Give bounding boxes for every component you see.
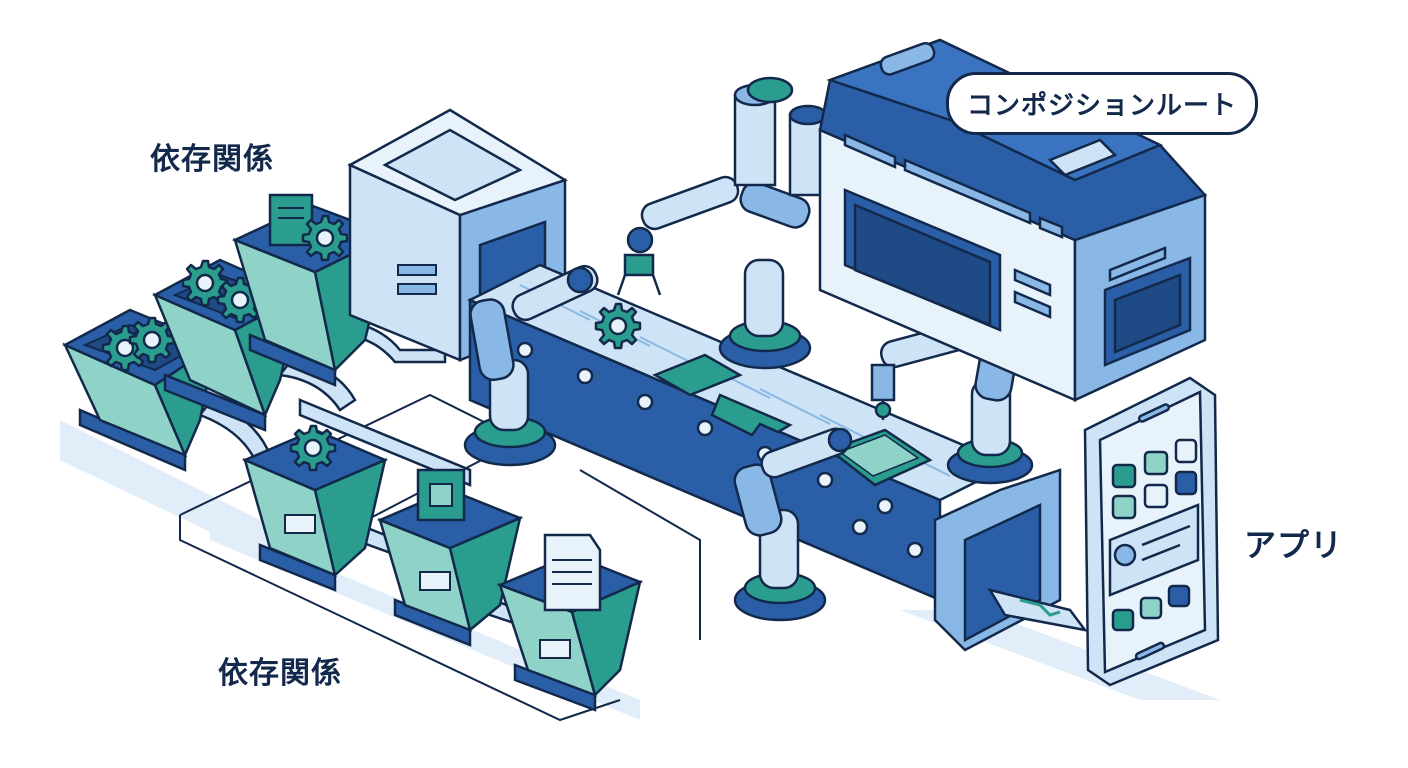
conveyor-belt	[467, 263, 1013, 602]
dependencies-label-top: 依存関係	[150, 142, 274, 177]
circuit-board-icon	[652, 353, 743, 397]
robot-arm-4	[733, 427, 853, 622]
dependency-bin-1	[62, 308, 218, 472]
exit-tunnel	[933, 468, 1088, 652]
gear-icon	[594, 302, 642, 350]
dependency-bin-5	[376, 468, 524, 647]
robot-arm-2	[616, 175, 812, 370]
arrow-icon	[710, 393, 793, 437]
chip-icon	[416, 468, 466, 522]
robot-arm-1	[463, 264, 599, 467]
dependencies-label-bottom: 依存関係	[218, 656, 342, 691]
gear-icon	[289, 424, 337, 472]
arrow-icon	[1019, 598, 1061, 617]
dependency-bin-6	[496, 533, 644, 712]
app-label: アプリ	[1244, 526, 1344, 564]
app-smartphone	[1083, 376, 1220, 687]
gear-icon	[301, 214, 349, 262]
composition-root-label: コンポジションルート	[946, 72, 1259, 135]
composition-root-factory	[733, 38, 1208, 402]
dependency-bin-4	[241, 424, 389, 592]
